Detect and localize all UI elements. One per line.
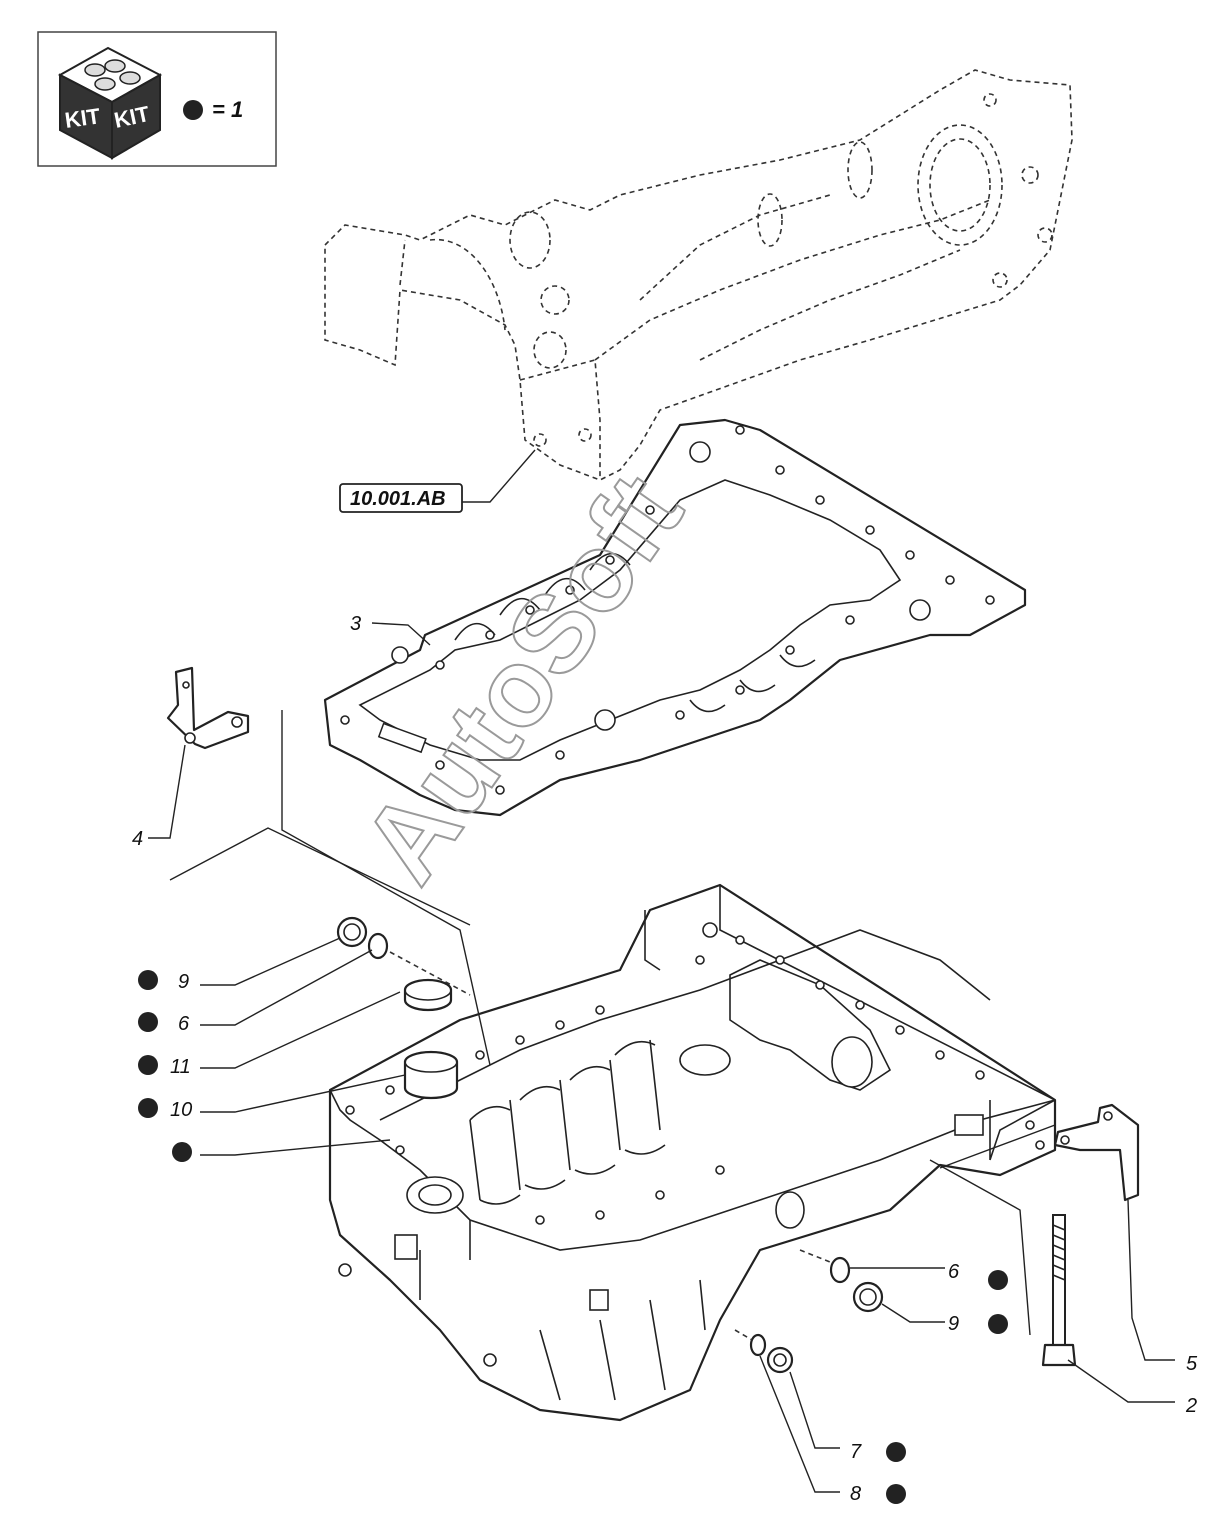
plug-part-9-left bbox=[336, 916, 368, 948]
callout-label[interactable]: 6 bbox=[948, 1261, 960, 1283]
callout-label[interactable]: 6 bbox=[178, 1013, 190, 1035]
callout-label[interactable]: 2 bbox=[1185, 1395, 1197, 1417]
kit-dot-icon bbox=[138, 1055, 158, 1075]
kit-dot-icon bbox=[138, 970, 158, 990]
kit-dot-icon bbox=[886, 1442, 906, 1462]
assembly-lines bbox=[169, 710, 1056, 1341]
sleeve-part-10 bbox=[403, 1050, 459, 1100]
engine-block-outline bbox=[324, 69, 1073, 481]
kit-legend: KIT KIT = 1 bbox=[37, 31, 277, 167]
leader-lines bbox=[148, 622, 1175, 1493]
reference-tag[interactable]: 10.001.AB bbox=[339, 449, 536, 513]
callout-label[interactable]: 10 bbox=[170, 1099, 192, 1121]
callout-label[interactable]: 7 bbox=[850, 1441, 862, 1463]
callouts: 3 4 9 6 11 10 6 9 5 2 7 8 bbox=[132, 613, 1198, 1505]
bolt-part-2 bbox=[1041, 1214, 1077, 1367]
o-ring-part-6-left bbox=[367, 932, 389, 960]
reference-label: 10.001.AB bbox=[350, 488, 446, 510]
kit-dot-icon bbox=[988, 1314, 1008, 1334]
oil-pan bbox=[328, 883, 1057, 1422]
oil-pan-gasket bbox=[323, 418, 1027, 817]
kit-dot-icon bbox=[138, 1012, 158, 1032]
kit-dot-icon bbox=[138, 1098, 158, 1118]
filled-circle-icon bbox=[183, 100, 203, 120]
kit-label-left: KIT bbox=[63, 103, 102, 133]
callout-label[interactable]: 3 bbox=[350, 613, 361, 635]
kit-dot-icon bbox=[172, 1142, 192, 1162]
kit-dot-icon bbox=[886, 1484, 906, 1504]
drain-plug-part-7 bbox=[766, 1346, 794, 1374]
o-ring-part-6-right bbox=[829, 1256, 851, 1284]
callout-label[interactable]: 8 bbox=[850, 1483, 861, 1505]
callout-label[interactable]: 5 bbox=[1186, 1353, 1198, 1375]
plug-part-9-right bbox=[852, 1281, 884, 1313]
bracket-part-4 bbox=[166, 666, 250, 750]
callout-label[interactable]: 9 bbox=[948, 1313, 959, 1335]
callout-label[interactable]: 11 bbox=[170, 1056, 191, 1078]
kit-box-icon: KIT KIT bbox=[57, 46, 163, 160]
washer-part-8 bbox=[749, 1333, 767, 1357]
callout-label[interactable]: 9 bbox=[178, 971, 189, 993]
cap-part-11 bbox=[403, 978, 453, 1012]
callout-label[interactable]: 4 bbox=[132, 828, 143, 850]
legend-equals-text: = 1 bbox=[212, 97, 243, 122]
kit-dot-icon bbox=[988, 1270, 1008, 1290]
bracket-part-5 bbox=[1053, 1103, 1140, 1202]
